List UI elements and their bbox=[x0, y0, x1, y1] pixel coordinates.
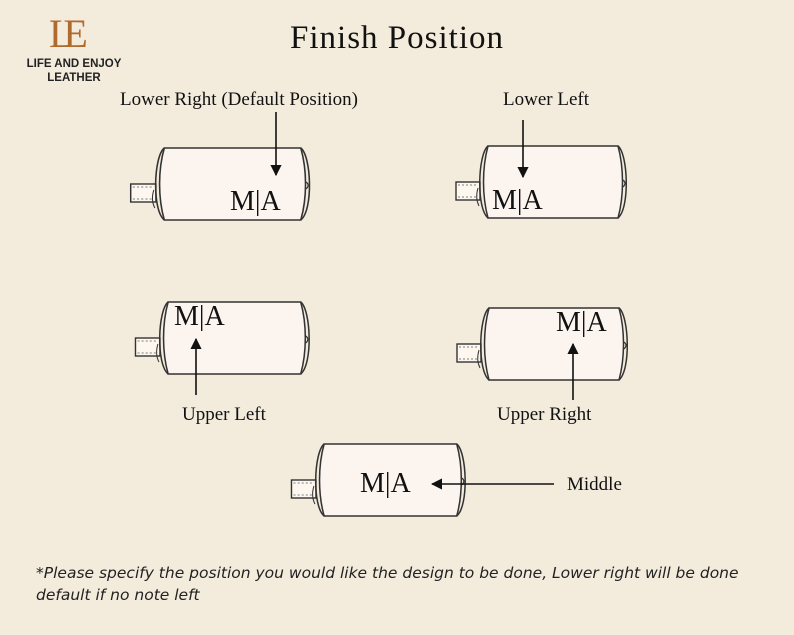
monogram-lower-right: M|A bbox=[230, 186, 281, 217]
bag-lower-right bbox=[129, 147, 311, 221]
monogram-middle: M|A bbox=[360, 468, 411, 499]
monogram-lower-left: M|A bbox=[492, 185, 543, 216]
brand-logo-icon: LE bbox=[49, 11, 88, 56]
brand-name-line2: LEATHER bbox=[47, 72, 101, 84]
label-upper-right: Upper Right bbox=[497, 404, 592, 425]
label-middle: Middle bbox=[567, 474, 622, 495]
page-title: Finish Position bbox=[290, 20, 504, 56]
label-upper-left: Upper Left bbox=[182, 404, 266, 425]
monogram-upper-left: M|A bbox=[174, 301, 225, 332]
label-lower-left: Lower Left bbox=[503, 89, 589, 110]
brand-name-line1: LIFE AND ENJOY bbox=[26, 58, 122, 70]
brand-name: LIFE AND ENJOY LEATHER bbox=[18, 57, 130, 85]
position-note: *Please specify the position you would l… bbox=[36, 564, 739, 604]
label-lower-right: Lower Right (Default Position) bbox=[120, 89, 358, 110]
monogram-upper-right: M|A bbox=[556, 307, 607, 338]
